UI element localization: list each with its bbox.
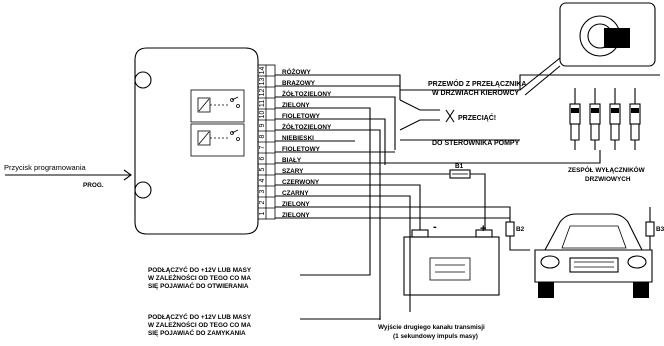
wire-label-pin-11: ZIELONY	[282, 102, 310, 109]
wire-label-pin-7: FIOLETOWY	[282, 146, 321, 153]
close-note-line2: W ZALEŻNOŚCI OD TEGO CO MA	[148, 320, 251, 329]
cut-label: PRZECIĄĆ!	[458, 113, 496, 122]
door-switch-1	[569, 88, 581, 150]
pin-number-9: 9	[259, 123, 266, 127]
pin-number-7: 7	[259, 145, 266, 149]
wire-label-pin-10: FIOLETOWY	[282, 113, 321, 120]
pin-number-1: 1	[259, 211, 266, 215]
pin-number-12: 12	[259, 89, 266, 97]
pin-number-14: 14	[259, 67, 266, 75]
battery-minus: -	[433, 221, 437, 233]
pin-number-10: 10	[259, 111, 266, 119]
wire-label-pin-9: ŻÓŁTOZIELONY	[282, 122, 332, 131]
open-note-line3: SIĘ POJAWIAĆ DO OTWIERANIA	[148, 281, 249, 290]
mount-hole-bottom	[134, 181, 152, 199]
channel2-line1: Wyjście drugiego kanału transmisji	[378, 324, 485, 331]
pin-number-2: 2	[259, 200, 266, 204]
wire-label-pin-14: RÓŻOWY	[282, 67, 311, 76]
fuse-b1-label: B1	[455, 163, 464, 170]
wire-labels: RÓŻOWY BRĄZOWY ŻÓŁTOZIELONY ZIELONY FIOLETOW…	[282, 67, 332, 219]
wire-label-pin-8: NIEBIESKI	[282, 135, 314, 142]
car-front-icon	[534, 213, 653, 298]
door-switch-2	[589, 88, 601, 150]
wiring-lines	[5, 74, 660, 320]
channel2-line2: (1 sekundowy impuls masy)	[393, 333, 478, 340]
pin-number-6: 6	[259, 156, 266, 160]
pin-number-13: 13	[259, 78, 266, 86]
prog-label: PROG.	[83, 182, 104, 189]
connector-strip: 14 13 12 11 10 9 8 7 6 5 4 3 2 1	[257, 64, 276, 220]
relay-1	[190, 89, 245, 123]
programming-button-label: Przycisk programowania	[4, 163, 87, 172]
pin-number-4: 4	[259, 178, 266, 182]
door-switch-icon	[519, 2, 656, 96]
fuse-b2-icon	[505, 221, 515, 237]
close-note-line1: PODŁĄCZYĆ DO +12V LUB MASY	[148, 312, 252, 321]
wire-label-pin-3: CZARNY	[282, 190, 309, 197]
close-note-line3: SIĘ POJAWIAĆ DO ZAMYKANIA	[148, 328, 246, 337]
door-switch-3	[609, 88, 621, 150]
wire-label-pin-2: ZIELONY	[282, 201, 310, 208]
door-switch-4	[629, 88, 641, 150]
fuse-b1-icon	[449, 169, 471, 179]
open-note-line2: W ZALEŻNOŚCI OD TEGO CO MA	[148, 273, 251, 282]
fuse-b2-label: B2	[516, 226, 525, 233]
pin-number-5: 5	[259, 167, 266, 171]
wire-label-pin-12: ŻÓŁTOZIELONY	[282, 89, 332, 98]
wire-label-pin-1: ZIELONY	[282, 212, 310, 219]
pump-controller-label: DO STEROWNIKA POMPY	[432, 140, 520, 147]
door-switch-wire-line1: PRZEWÓD Z PRZEŁĄCZNIKA	[428, 79, 526, 88]
switch-group-line1: ZESPÓŁ WYŁĄCZNIKÓW	[568, 165, 646, 174]
switch-group-line2: DRZWIOWYCH	[585, 176, 631, 183]
relay-2	[190, 123, 245, 157]
pin-number-3: 3	[259, 189, 266, 193]
fuse-b3-icon	[645, 221, 655, 237]
open-note-line1: PODŁĄCZYĆ DO +12V LUB MASY	[148, 265, 252, 274]
wire-label-pin-6: BIAŁY	[282, 157, 302, 164]
pin-number-11: 11	[259, 100, 266, 107]
mount-hole-top	[134, 71, 152, 89]
control-module	[134, 47, 259, 235]
wire-label-pin-13: BRĄZOWY	[282, 80, 316, 87]
wire-label-pin-5: SZARY	[282, 168, 304, 175]
door-switch-group-icon	[569, 88, 641, 150]
fuse-b3-label: B3	[656, 226, 664, 233]
battery-plus: +	[480, 223, 486, 235]
door-switch-wire-line2: W DRZWIACH KIEROWCY	[432, 90, 519, 97]
wire-label-pin-4: CZERWONY	[282, 179, 320, 186]
battery-icon	[403, 229, 500, 296]
pin-number-8: 8	[259, 134, 266, 138]
